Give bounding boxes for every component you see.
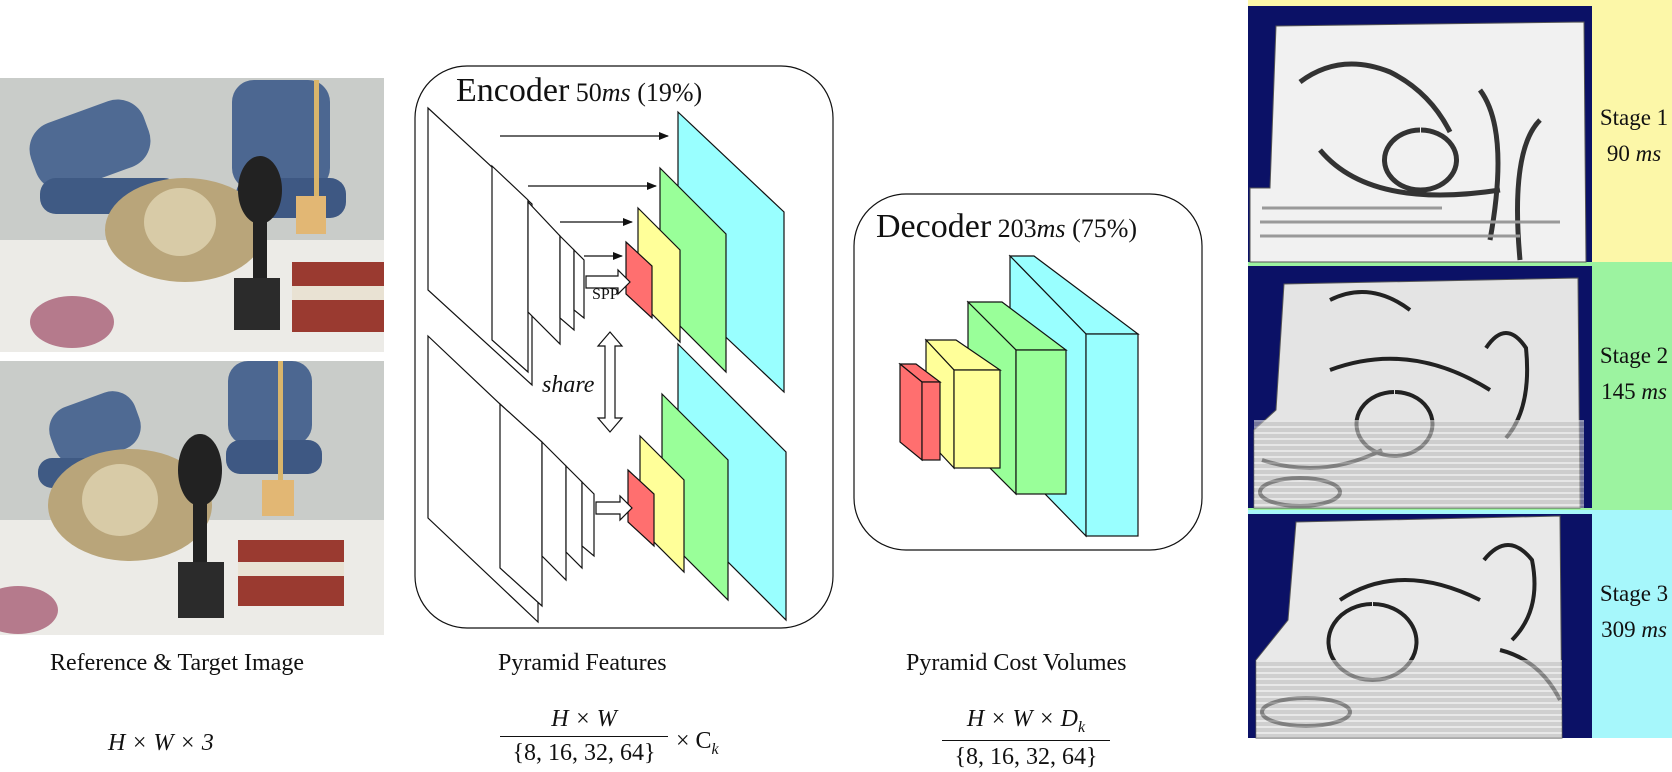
stage-3-label: Stage 3 309 ms <box>1596 576 1672 648</box>
input-planes-top <box>427 106 585 387</box>
spp-arrow-bottom <box>595 494 633 522</box>
reference-image <box>0 78 384 352</box>
share-arrow <box>596 331 624 433</box>
stage-2-unit: ms <box>1641 379 1667 404</box>
stage-1-time: 90 <box>1606 141 1630 166</box>
encoder-title: Encoder 50ms (19%) <box>456 72 702 110</box>
dim-features-tail: × C <box>676 728 712 754</box>
caption-volumes: Pyramid Cost Volumes <box>906 650 1127 676</box>
decoder-percent: (75%) <box>1072 214 1138 243</box>
stage-1-unit: ms <box>1635 141 1662 166</box>
dim-features-sub: k <box>711 740 719 758</box>
spp-arrow-top <box>585 268 631 296</box>
depth-map-stage-1 <box>1249 21 1587 263</box>
share-text: share <box>542 372 595 398</box>
dim-volumes-den: {8, 16, 32, 64} <box>954 743 1098 770</box>
fraction-bar <box>500 736 668 737</box>
feature-pyramid-bottom <box>627 342 787 622</box>
target-image <box>0 361 384 635</box>
depth-map-stage-3 <box>1255 515 1563 739</box>
encoder-time: 50 <box>575 78 602 107</box>
cost-volume-red <box>898 362 942 462</box>
feature-pyramid-top <box>625 110 785 394</box>
share-label: share <box>542 372 594 399</box>
dim-features-den: {8, 16, 32, 64} <box>512 740 656 766</box>
dim-features: H × W {8, 16, 32, 64} × Ck <box>500 706 719 767</box>
stage-2-time: 145 <box>1601 379 1636 404</box>
stage-3-unit: ms <box>1641 617 1667 642</box>
encoder-percent: (19%) <box>637 78 703 107</box>
cost-volume-green <box>966 300 1068 496</box>
decoder-title: Decoder 203ms (75%) <box>876 208 1137 246</box>
stage-1-name: Stage 1 <box>1599 105 1669 130</box>
stage-3-time: 309 <box>1601 617 1636 642</box>
depth-map-stage-2 <box>1253 277 1584 509</box>
dim-images: H × W × 3 <box>108 730 214 757</box>
caption-images: Reference & Target Image <box>50 650 304 676</box>
input-planes-bottom <box>427 334 595 624</box>
stage-1-label: Stage 1 90 ms <box>1596 100 1672 172</box>
lateral-arrows <box>500 132 669 260</box>
dim-features-num: H × W <box>551 706 617 732</box>
stage-3-name: Stage 3 <box>1599 581 1669 606</box>
spp-label: SPP <box>592 286 619 303</box>
caption-features: Pyramid Features <box>498 650 667 676</box>
dim-volumes-num: H × W × D <box>966 706 1078 732</box>
fraction-bar <box>942 739 1110 741</box>
dim-volumes-sub: k <box>1077 718 1086 736</box>
stage-2-label: Stage 2 145 ms <box>1596 338 1672 410</box>
dim-volumes: H × W × Dk {8, 16, 32, 64} <box>942 706 1110 771</box>
dim-images-text: H × W × 3 <box>108 730 214 756</box>
decoder-unit: ms <box>1036 214 1066 243</box>
encoder-unit: ms <box>601 78 631 107</box>
stage-2-name: Stage 2 <box>1599 343 1669 368</box>
encoder-name: Encoder <box>456 72 570 109</box>
decoder-time: 203 <box>997 214 1037 243</box>
decoder-name: Decoder <box>876 208 992 245</box>
